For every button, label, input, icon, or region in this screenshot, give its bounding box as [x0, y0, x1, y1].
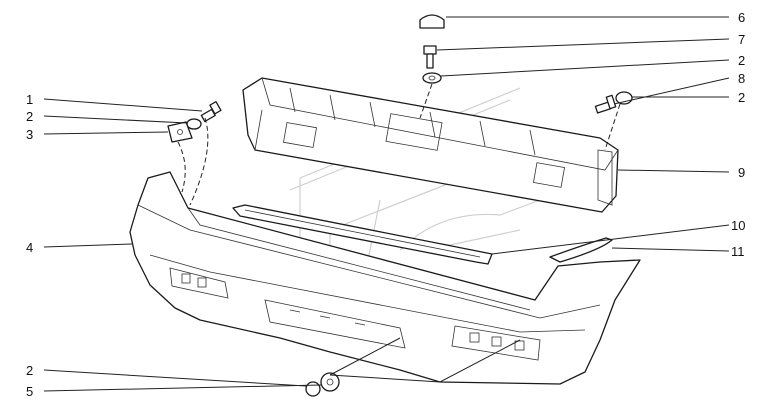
bolt-top — [423, 45, 437, 69]
callout-4: 4 — [26, 240, 33, 255]
leader-lines — [43, 16, 730, 392]
callout-2-left-bolt-washer: 2 — [26, 109, 33, 124]
callout-2-right-washer: 2 — [738, 90, 745, 105]
callout-3: 3 — [26, 127, 33, 142]
trim-strip — [232, 204, 493, 265]
callout-2-top-washer: 2 — [738, 53, 745, 68]
callout-6: 6 — [738, 10, 745, 25]
washer-top — [422, 72, 442, 84]
bumper-reinforcement-beam — [242, 77, 619, 213]
callout-5: 5 — [26, 384, 33, 399]
bolt-left — [200, 101, 222, 123]
cap-nut — [419, 14, 445, 29]
callout-8: 8 — [738, 71, 745, 86]
callout-1: 1 — [26, 92, 33, 107]
assembly-lines — [177, 83, 621, 383]
nut-bottom — [320, 372, 340, 392]
clip-left — [167, 121, 193, 143]
callout-2-bottom-washer: 2 — [26, 363, 33, 378]
washer-left — [186, 118, 202, 130]
callout-7: 7 — [738, 32, 745, 47]
callout-11: 11 — [731, 244, 745, 259]
callout-9: 9 — [738, 165, 745, 180]
corner-trim — [549, 237, 613, 263]
bolt-right — [594, 94, 617, 114]
callout-10: 10 — [731, 218, 745, 233]
rear-bumper-cover — [129, 171, 641, 385]
washer-bottom — [305, 381, 321, 397]
